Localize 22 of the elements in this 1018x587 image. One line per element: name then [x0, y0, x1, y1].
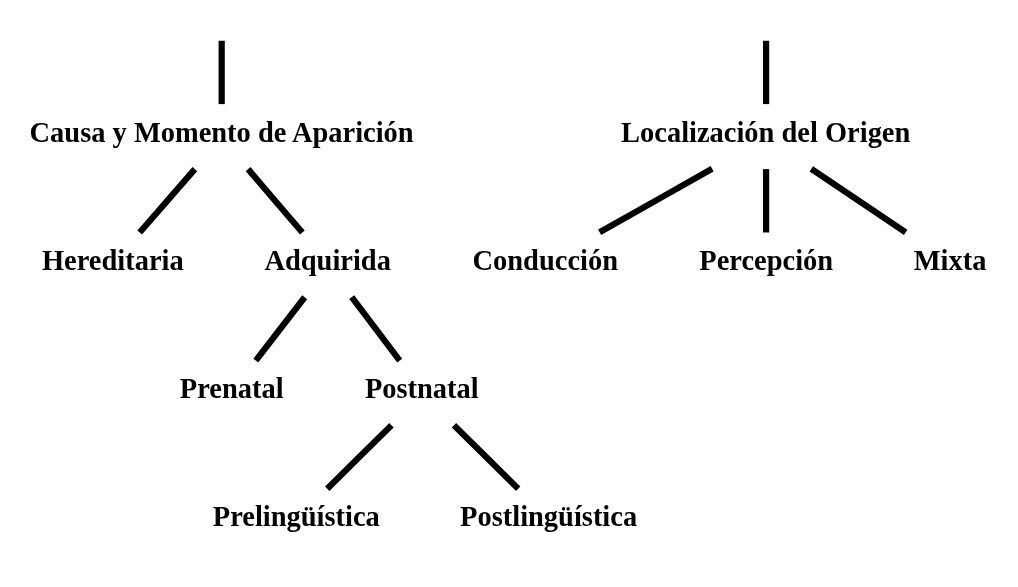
connector: [762, 40, 770, 105]
node-text: Postnatal: [364, 372, 479, 404]
connector: [809, 166, 908, 235]
node-text: Hereditaria: [42, 244, 184, 276]
connector: [598, 166, 714, 236]
node-text: Adquirida: [264, 244, 391, 276]
node-text: Causa y Momento de Aparición: [29, 116, 414, 148]
connector: [137, 167, 198, 235]
node-text: Prenatal: [179, 372, 284, 404]
connector: [245, 167, 305, 235]
node-text: Postlingüística: [460, 500, 638, 532]
connector: [451, 423, 521, 491]
node-text: Conducción: [472, 244, 618, 276]
node-text: Localización del Origen: [621, 116, 911, 148]
connector: [253, 295, 308, 363]
connector: [325, 423, 394, 491]
connector: [349, 295, 403, 363]
connector: [218, 40, 225, 105]
node-text: Mixta: [913, 244, 987, 276]
node-text: Prelingüística: [212, 500, 380, 532]
connector: [762, 169, 770, 233]
node-text: Percepción: [699, 244, 834, 276]
